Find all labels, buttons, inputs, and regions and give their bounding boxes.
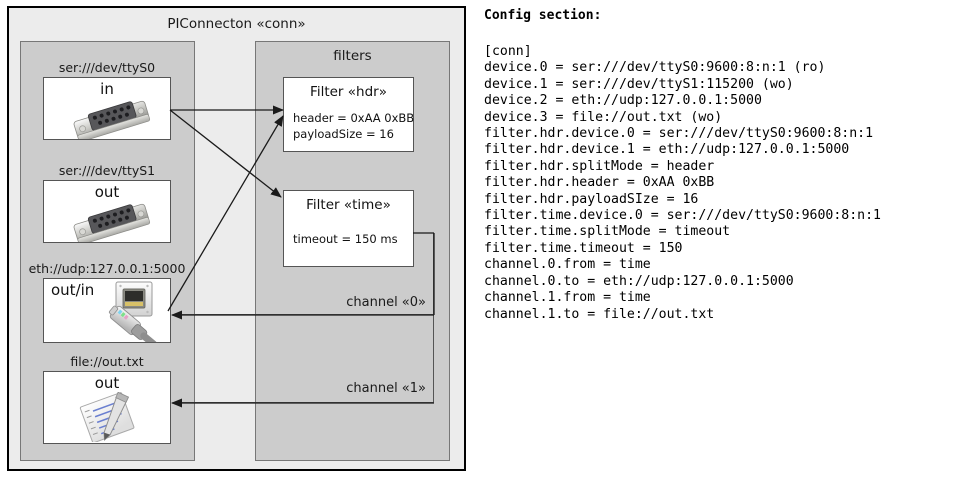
device-direction-label: out/in [51, 281, 95, 299]
ethernet-jack-icon [102, 280, 170, 342]
device-node-label: file://out.txt [70, 354, 144, 369]
filters-panel-title: filters [333, 48, 372, 64]
channel-0-label: channel «0» [346, 295, 426, 310]
filter-title: Filter «hdr» [310, 84, 387, 100]
device-node-label: ser:///dev/ttyS0 [58, 60, 156, 75]
device-node-box: in [43, 77, 171, 140]
filter-property: payloadSize = 16 [293, 127, 394, 141]
device-node-box: out [43, 371, 171, 444]
text-file-pencil-icon [76, 391, 142, 443]
filter-title: Filter «time» [306, 197, 391, 213]
architecture-diagram: PIConnecton «conn» ser:///dev/ttyS0 in [0, 0, 478, 484]
config-text: [conn] device.0 = ser:///dev/ttyS0:9600:… [484, 44, 881, 322]
device-node-label: ser:///dev/ttyS1 [58, 163, 156, 178]
diagram-title: PIConnecton «conn» [167, 16, 306, 32]
device-node-file[interactable]: file://out.txt out [43, 354, 171, 444]
device-direction-label: out [94, 183, 120, 201]
device-direction-label: out [94, 374, 120, 392]
device-node-box: out/in [43, 278, 171, 343]
device-node-ttyS1[interactable]: ser:///dev/ttyS1 out [43, 163, 171, 243]
filter-property: header = 0xAA 0xBB [293, 111, 415, 125]
device-node-label: eth://udp:127.0.0.1:5000 [28, 261, 186, 276]
config-section: Config section: [conn] device.0 = ser://… [484, 0, 964, 484]
filter-box-hdr[interactable]: Filter «hdr» header = 0xAA 0xBB payloadS… [283, 77, 414, 152]
devices-panel: ser:///dev/ttyS0 in [20, 41, 195, 461]
serial-connector-icon [68, 99, 154, 139]
device-node-eth[interactable]: eth://udp:127.0.0.1:5000 out/in [26, 261, 188, 347]
device-node-box: out [43, 180, 171, 243]
config-heading: Config section: [484, 8, 602, 23]
serial-connector-icon [68, 202, 154, 242]
channel-1-label: channel «1» [346, 381, 426, 396]
device-direction-label: in [100, 80, 114, 98]
filter-property: timeout = 150 ms [293, 232, 398, 246]
device-node-ttyS0[interactable]: ser:///dev/ttyS0 in [43, 60, 171, 140]
